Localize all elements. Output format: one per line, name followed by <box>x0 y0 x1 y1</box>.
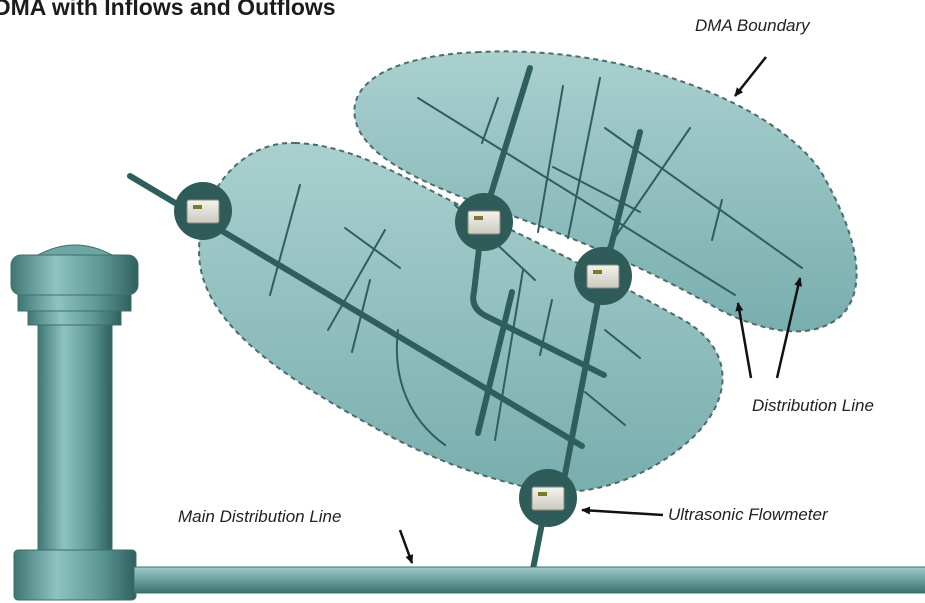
flowmeter-1 <box>174 182 232 240</box>
diagram-title: DMA with Inflows and Outflows <box>0 0 336 20</box>
label-main-distribution-line: Main Distribution Line <box>178 507 342 526</box>
main-distribution-pipe <box>133 566 925 594</box>
dma-zone-upper <box>353 50 858 333</box>
water-tower <box>10 244 139 601</box>
flowmeter-2 <box>455 193 513 251</box>
label-dma-boundary: DMA Boundary <box>695 16 810 35</box>
callout-arrows <box>398 56 803 564</box>
flowmeter-4 <box>519 469 577 527</box>
label-distribution-line: Distribution Line <box>752 396 874 415</box>
label-ultrasonic-flowmeter: Ultrasonic Flowmeter <box>668 505 828 524</box>
flowmeter-3 <box>574 247 632 305</box>
dma-zone-lower <box>198 141 724 493</box>
